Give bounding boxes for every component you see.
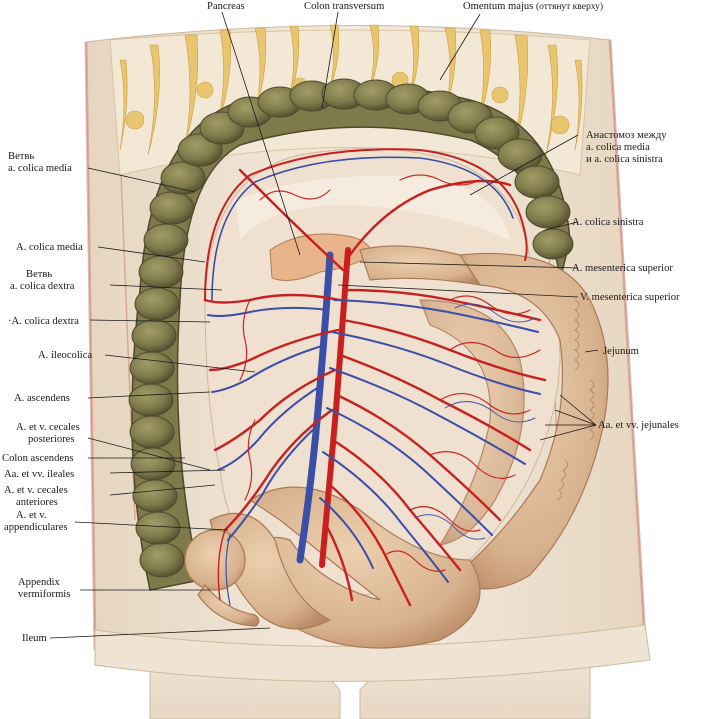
label-pancreas: Pancreas — [207, 1, 245, 12]
label-vetv-dextra-2: a. colica dextra — [10, 281, 75, 292]
label-append-2: appendiculares — [4, 522, 68, 533]
label-anastomoz-1: Анастомоз между — [586, 130, 667, 141]
leader-lines — [49, 11, 599, 639]
label-ileocolica: A. ileocolica — [38, 350, 92, 361]
label-appendix-1: Appendix — [18, 577, 60, 588]
label-ascendens: A. ascendens — [14, 393, 70, 404]
label-colon-ascendens: Colon ascendens — [2, 453, 74, 464]
colon — [128, 78, 574, 591]
label-omentum-majus: Omentum majus (оттянут кверху) — [463, 1, 603, 12]
label-anastomoz-3: и a. colica sinistra — [586, 154, 663, 165]
label-jejunum: Jejunum — [603, 346, 640, 357]
label-mesenterica-sup-v: V. mesenterica superior — [580, 292, 680, 303]
blood-vessels — [203, 148, 547, 607]
label-vetv-media-2: a. colica media — [8, 163, 72, 174]
label-cecales-ant-1: A. et v. cecales — [4, 485, 68, 496]
label-colica-dextra: ·A. colica dextra — [8, 316, 79, 327]
label-mesenterica-sup-a: A. mesenterica superior — [572, 263, 673, 274]
label-cecales-post-1: A. et v. cecales — [16, 422, 80, 433]
label-cecales-ant-2: anteriores — [16, 497, 58, 508]
label-ileales: Aa. et vv. ileales — [4, 469, 74, 480]
label-appendix-2: vermiformis — [18, 589, 70, 600]
label-cecales-post-2: posteriores — [28, 434, 74, 445]
label-colica-media: A. colica media — [16, 242, 83, 253]
label-ileum: Ileum — [22, 633, 47, 644]
labels: Pancreas Colon transversum Omentum majus… — [2, 1, 680, 644]
label-append-1: A. et v. — [16, 510, 47, 521]
label-colica-sinistra: A. colica sinistra — [572, 217, 644, 228]
label-vetv-media-1: Ветвь — [8, 151, 34, 162]
label-anastomoz-2: a. colica media — [586, 142, 650, 153]
label-vetv-dextra-1: Ветвь — [26, 269, 52, 280]
label-colon-transversum: Colon transversum — [304, 1, 385, 12]
label-jejunales: Aa. et vv. jejunales — [598, 420, 679, 431]
